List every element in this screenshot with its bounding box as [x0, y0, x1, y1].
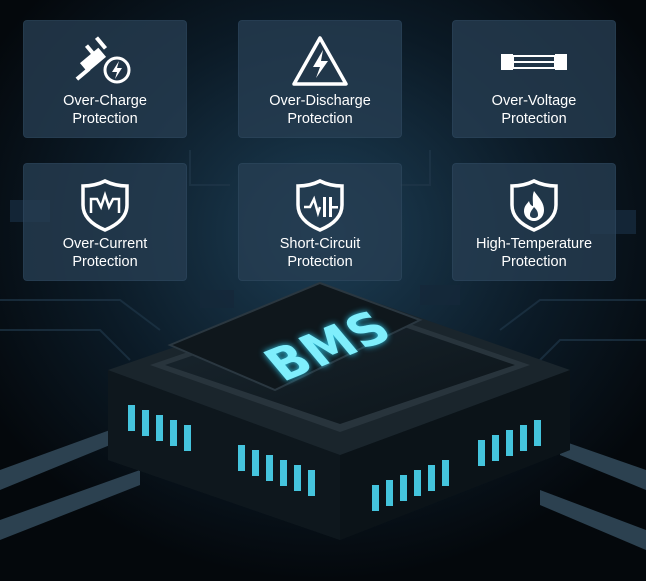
- feature-tile-short-circuit: Short-Circuit Protection: [238, 163, 402, 281]
- fuse-icon: [452, 34, 616, 90]
- feature-label: Over-Discharge Protection: [269, 93, 371, 127]
- shield-flame-icon: [452, 177, 616, 233]
- feature-tile-over-voltage: Over-Voltage Protection: [452, 20, 616, 138]
- feature-label: Over-Charge Protection: [63, 93, 147, 127]
- feature-label: Over-Voltage Protection: [491, 93, 577, 127]
- feature-label: High-Temperature Protection: [475, 236, 593, 270]
- warning-lightning-icon: [238, 34, 402, 90]
- feature-tile-over-discharge: Over-Discharge Protection: [238, 20, 402, 138]
- plug-lightning-icon: [23, 34, 187, 90]
- shield-short-circuit-icon: [238, 177, 402, 233]
- feature-label: Over-Current Protection: [62, 236, 148, 270]
- feature-tile-over-charge: Over-Charge Protection: [23, 20, 187, 138]
- feature-tile-over-current: Over-Current Protection: [23, 163, 187, 281]
- feature-tile-high-temperature: High-Temperature Protection: [452, 163, 616, 281]
- shield-circuit-icon: [23, 177, 187, 233]
- feature-label: Short-Circuit Protection: [279, 236, 361, 270]
